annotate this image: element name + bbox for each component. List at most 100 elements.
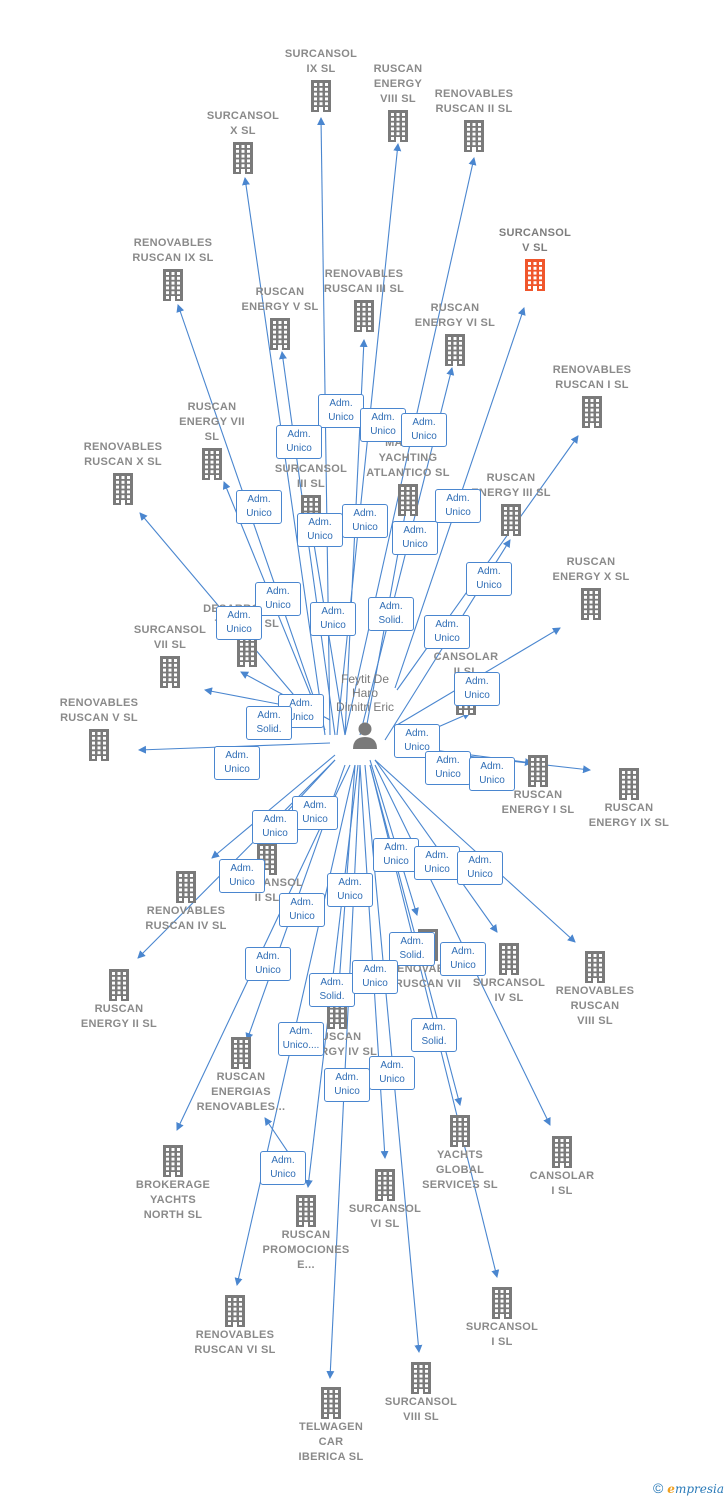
role-badge[interactable]: Adm. Solid. bbox=[368, 597, 414, 631]
role-badge[interactable]: Adm. Unico.... bbox=[278, 1022, 324, 1056]
footer-brand[interactable]: ©empresia bbox=[653, 1480, 724, 1496]
role-badge[interactable]: Adm. Unico bbox=[255, 582, 301, 616]
role-badge[interactable]: Adm. Unico bbox=[260, 1151, 306, 1185]
company-node-renovables-ruscan-viii[interactable]: RENOVABLES RUSCAN VIII SL bbox=[530, 948, 660, 1029]
role-badge[interactable]: Adm. Unico bbox=[425, 751, 471, 785]
company-node-renovables-ruscan-x[interactable]: RENOVABLES RUSCAN X SL bbox=[58, 440, 188, 506]
company-node-surcansol-x[interactable]: SURCANSOL X SL bbox=[178, 109, 308, 175]
role-badge[interactable]: Adm. Unico bbox=[360, 408, 406, 442]
role-badge[interactable]: Adm. Unico bbox=[297, 513, 343, 547]
building-icon bbox=[581, 588, 601, 620]
role-badge[interactable]: Adm. Solid. bbox=[389, 932, 435, 966]
building-icon bbox=[354, 300, 374, 332]
building-icon bbox=[552, 1136, 572, 1168]
role-badge[interactable]: Adm. Solid. bbox=[309, 973, 355, 1007]
building-icon bbox=[233, 142, 253, 174]
company-node-surcansol-ix[interactable]: SURCANSOL IX SL bbox=[256, 47, 386, 113]
company-label: SURCANSOL IV SL bbox=[472, 977, 546, 1004]
role-badge[interactable]: Adm. Unico bbox=[373, 838, 419, 872]
company-label: RUSCAN ENERGY IX SL bbox=[588, 802, 670, 829]
role-badge[interactable]: Adm. Unico bbox=[342, 504, 388, 538]
edge-25 bbox=[369, 759, 419, 916]
company-node-ruscan-energy-vi[interactable]: RUSCAN ENERGY VI SL bbox=[390, 301, 520, 367]
company-node-ruscan-promociones[interactable]: RUSCAN PROMOCIONES E... bbox=[241, 1192, 371, 1273]
company-node-ruscan-energy-v[interactable]: RUSCAN ENERGY V SL bbox=[215, 285, 345, 351]
role-badge[interactable]: Adm. Unico bbox=[279, 893, 325, 927]
role-badge[interactable]: Adm. Unico bbox=[466, 562, 512, 596]
role-badge[interactable]: Adm. Solid. bbox=[246, 706, 292, 740]
building-icon bbox=[113, 473, 133, 505]
company-label: YACHTS GLOBAL SERVICES SL bbox=[422, 1149, 498, 1191]
company-node-ruscan-energy-iii[interactable]: RUSCAN ENERGY III SL bbox=[446, 471, 576, 537]
building-icon bbox=[321, 1387, 341, 1419]
building-icon bbox=[160, 656, 180, 688]
role-badge[interactable]: Adm. Solid. bbox=[411, 1018, 457, 1052]
company-node-ruscan-energy-viii[interactable]: RUSCAN ENERGY VIII SL bbox=[333, 62, 463, 143]
company-node-surcansol-vi[interactable]: SURCANSOL VI SL bbox=[320, 1166, 450, 1232]
role-badge[interactable]: Adm. Unico bbox=[352, 960, 398, 994]
role-badge[interactable]: Adm. Unico bbox=[457, 851, 503, 885]
role-badge[interactable]: Adm. Unico bbox=[252, 810, 298, 844]
company-node-ruscan-energy-i[interactable]: RUSCAN ENERGY I SL bbox=[473, 752, 603, 818]
company-label: RENOVABLES RUSCAN IX SL bbox=[132, 237, 214, 264]
center-person[interactable]: Feytit De Haro Dimitri Eric bbox=[310, 672, 420, 750]
company-node-renovables-ruscan-ii[interactable]: RENOVABLES RUSCAN II SL bbox=[409, 87, 539, 153]
role-badge[interactable]: Adm. Unico bbox=[414, 846, 460, 880]
company-node-ruscan-energy-vii[interactable]: RUSCAN ENERGY VII SL bbox=[147, 400, 277, 481]
company-label: RUSCAN ENERGY II SL bbox=[80, 1003, 158, 1030]
company-node-surcansol-viii[interactable]: SURCANSOL VIII SL bbox=[356, 1359, 486, 1425]
role-badge[interactable]: Adm. Unico bbox=[392, 521, 438, 555]
role-badge[interactable]: Adm. Unico bbox=[327, 873, 373, 907]
company-node-surcansol-i[interactable]: SURCANSOL I SL bbox=[437, 1284, 567, 1350]
building-icon bbox=[528, 755, 548, 787]
role-badge[interactable]: Adm. Unico bbox=[401, 413, 447, 447]
role-badge[interactable]: Adm. Unico bbox=[236, 490, 282, 524]
company-node-surcansol-iv[interactable]: SURCANSOL IV SL bbox=[444, 940, 574, 1006]
company-node-ruscan-energy-x[interactable]: RUSCAN ENERGY X SL bbox=[526, 555, 656, 621]
company-node-telwagen[interactable]: TELWAGEN CAR IBERICA SL bbox=[266, 1384, 396, 1465]
company-label: RENOVABLES RUSCAN V SL bbox=[59, 697, 139, 724]
building-icon bbox=[163, 1145, 183, 1177]
role-badge[interactable]: Adm. Unico bbox=[318, 394, 364, 428]
role-badge[interactable]: Adm. Unico bbox=[324, 1068, 370, 1102]
company-label: SURCANSOL VIII SL bbox=[384, 1396, 458, 1423]
company-label: RENOVABLES RUSCAN X SL bbox=[83, 441, 163, 468]
role-badge[interactable]: Adm. Unico bbox=[214, 746, 260, 780]
company-node-renovables-ruscan-vi[interactable]: RENOVABLES RUSCAN VI SL bbox=[170, 1292, 300, 1358]
role-badge[interactable]: Adm. Unico bbox=[276, 425, 322, 459]
role-badge[interactable]: Adm. Unico bbox=[469, 757, 515, 791]
company-node-renovables-ruscan-iii[interactable]: RENOVABLES RUSCAN III SL bbox=[299, 267, 429, 333]
company-node-brokerage-yachts[interactable]: BROKERAGE YACHTS NORTH SL bbox=[108, 1142, 238, 1223]
company-node-cansolar-i[interactable]: CANSOLAR I SL bbox=[497, 1133, 627, 1199]
building-icon bbox=[89, 729, 109, 761]
building-icon bbox=[450, 1115, 470, 1147]
building-icon bbox=[237, 635, 257, 667]
company-label: SURCANSOL VI SL bbox=[348, 1203, 422, 1230]
company-node-renovables-ruscan-i[interactable]: RENOVABLES RUSCAN I SL bbox=[527, 363, 657, 429]
role-badge[interactable]: Adm. Unico bbox=[292, 796, 338, 830]
company-node-renovables-ruscan-v[interactable]: RENOVABLES RUSCAN V SL bbox=[34, 696, 164, 762]
role-badge[interactable]: Adm. Unico bbox=[245, 947, 291, 981]
role-badge[interactable]: Adm. Unico bbox=[454, 672, 500, 706]
company-node-ruscan-energy-ii[interactable]: RUSCAN ENERGY II SL bbox=[54, 966, 184, 1032]
role-badge[interactable]: Adm. Unico bbox=[440, 942, 486, 976]
company-label: SURCANSOL VII SL bbox=[133, 624, 207, 651]
role-badge[interactable]: Adm. Unico bbox=[424, 615, 470, 649]
company-node-surcansol-v[interactable]: SURCANSOL V SL bbox=[470, 226, 600, 292]
company-label: RENOVABLES RUSCAN III SL bbox=[323, 268, 405, 295]
company-node-renovables-ruscan-iv[interactable]: RENOVABLES RUSCAN IV SL bbox=[121, 868, 251, 934]
role-badge[interactable]: Adm. Unico bbox=[310, 602, 356, 636]
center-person-label: Feytit De Haro Dimitri Eric bbox=[336, 672, 394, 714]
company-node-surcansol-vii[interactable]: SURCANSOL VII SL bbox=[105, 623, 235, 689]
company-label: RUSCAN ENERGY III SL bbox=[471, 472, 551, 499]
company-node-yachts-global[interactable]: YACHTS GLOBAL SERVICES SL bbox=[395, 1112, 525, 1193]
company-node-ruscan-energias[interactable]: RUSCAN ENERGIAS RENOVABLES... bbox=[176, 1034, 306, 1115]
role-badge[interactable]: Adm. Unico bbox=[219, 859, 265, 893]
role-badge[interactable]: Adm. Unico bbox=[216, 606, 262, 640]
role-badge[interactable]: Adm. Unico bbox=[369, 1056, 415, 1090]
company-label: SURCANSOL X SL bbox=[206, 110, 280, 137]
role-badge[interactable]: Adm. Unico bbox=[435, 489, 481, 523]
company-node-renovables-ruscan-ix[interactable]: RENOVABLES RUSCAN IX SL bbox=[108, 236, 238, 302]
company-node-ruscan-energy-ix[interactable]: RUSCAN ENERGY IX SL bbox=[564, 765, 694, 831]
